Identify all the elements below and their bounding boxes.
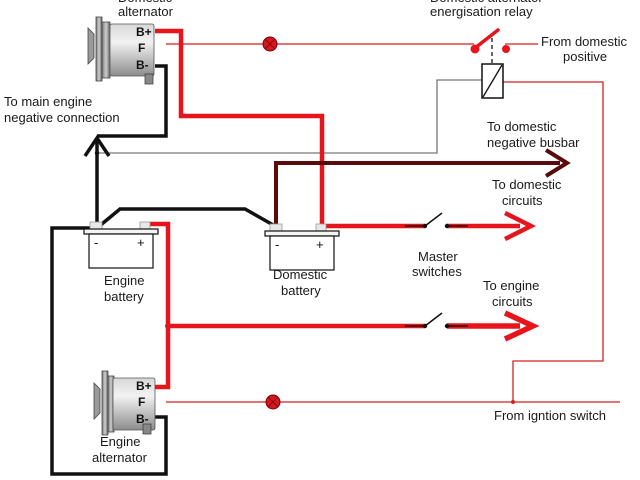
engine-circuits-arrow (503, 310, 540, 342)
label-domestic-circuits-line1: To domestic (492, 177, 562, 192)
positive-terminal-sign: + (137, 235, 145, 250)
domestic-negative-busbar-wire (274, 161, 560, 228)
domestic-alternator-negative-wire (97, 64, 168, 138)
domestic-negative-busbar-arrow (544, 148, 571, 178)
label-domestic-battery-line2: battery (281, 283, 321, 298)
label-engine-circuits-line1: To engine (483, 278, 539, 293)
label-domestic-alternator-line1: Domestic (118, 0, 173, 5)
domestic-alternator-positive-wire (155, 28, 325, 226)
terminal-b-minus: B- (136, 412, 149, 426)
battery-negative-link-wire (95, 207, 276, 230)
domestic-master-switch[interactable] (405, 212, 468, 229)
engine-alternator: B+ F B- (93, 370, 156, 436)
main-negative-arrow (83, 134, 111, 157)
domestic-battery: - + (264, 223, 340, 271)
label-from-domestic-positive-line1: From domestic (541, 34, 627, 49)
relay-switch-arm (473, 28, 500, 50)
terminal-b-plus: B+ (136, 379, 152, 393)
engine-negative-wire (50, 226, 168, 476)
label-engine-alternator-line2: alternator (92, 450, 148, 465)
terminal-b-plus: B+ (136, 25, 152, 39)
label-engine-circuits-line2: circuits (492, 294, 533, 309)
negative-terminal-sign: - (275, 237, 279, 252)
terminal-f: F (138, 41, 145, 55)
domestic-circuits-arrow (503, 210, 537, 242)
label-engine-battery-line1: Engine (104, 273, 144, 288)
junction-dot (511, 400, 515, 404)
label-domestic-battery-line1: Domestic (273, 267, 328, 282)
label-engine-alternator-line1: Engine (100, 434, 140, 449)
label-domestic-negative-busbar-line1: To domestic (487, 119, 557, 134)
label-master-switches-line1: Master (418, 249, 458, 264)
positive-terminal-sign: + (316, 237, 324, 252)
relay-coil-icon (481, 63, 504, 99)
label-engine-battery-line2: battery (104, 289, 144, 304)
domestic-warning-lamp-icon (262, 36, 278, 52)
domestic-alternator: B+ F B- (87, 16, 155, 85)
engine-battery: - + (83, 221, 159, 269)
energisation-relay (470, 28, 510, 99)
relay-coil-negative-wire (97, 79, 502, 154)
label-from-domestic-positive-line2: positive (563, 49, 607, 64)
label-master-switches-line2: switches (412, 264, 462, 279)
terminal-f: F (138, 395, 145, 409)
label-main-engine-negative-line1: To main engine (4, 94, 92, 109)
label-domestic-negative-busbar-line2: negative busbar (487, 135, 580, 150)
label-from-ignition-switch: From igntion switch (494, 408, 606, 423)
relay-coil-ignition-wire (503, 81, 604, 402)
engine-positive-wire (148, 221, 171, 390)
engine-warning-lamp-icon (265, 394, 281, 410)
engine-master-switch[interactable] (405, 312, 468, 329)
label-main-engine-negative-line2: negative connection (4, 110, 120, 125)
label-domestic-circuits-line2: circuits (502, 193, 543, 208)
terminal-b-minus: B- (136, 58, 149, 72)
label-relay-line1: Domestic alternator (430, 0, 543, 5)
relay-contact (502, 45, 510, 53)
negative-terminal-sign: - (94, 235, 98, 250)
label-relay-line2: energisation relay (430, 4, 533, 19)
junction-dot (94, 150, 100, 156)
label-domestic-alternator-line2: alternator (118, 4, 174, 19)
